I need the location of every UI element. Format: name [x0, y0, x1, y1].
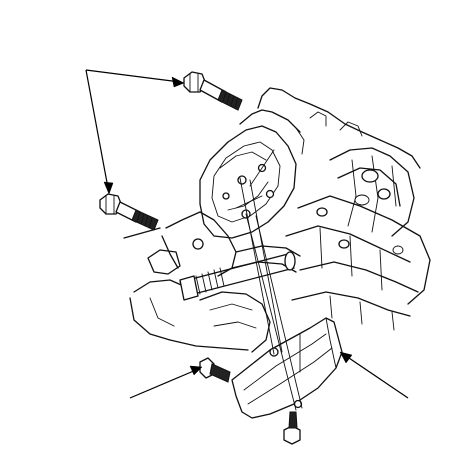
drive-shaft	[179, 251, 296, 301]
arrow-to-upper-bolt-1	[171, 76, 185, 88]
callout-upper-bolts	[85, 69, 185, 195]
lower-bolt	[199, 357, 231, 383]
upper-bolt-1	[183, 71, 243, 111]
engine-block	[239, 87, 431, 331]
left-housing	[123, 211, 301, 353]
arrow-to-cover-plate	[339, 351, 353, 364]
cover-plate	[231, 317, 343, 419]
bottom-bolt	[283, 411, 301, 445]
callout-cover-plate	[339, 351, 409, 399]
arrow-to-upper-bolt-2	[103, 181, 114, 195]
alignment-lines	[239, 177, 303, 411]
callout-lower-bolt	[129, 365, 203, 399]
upper-bolt-2	[99, 193, 159, 231]
arrow-to-lower-bolt	[189, 365, 203, 376]
